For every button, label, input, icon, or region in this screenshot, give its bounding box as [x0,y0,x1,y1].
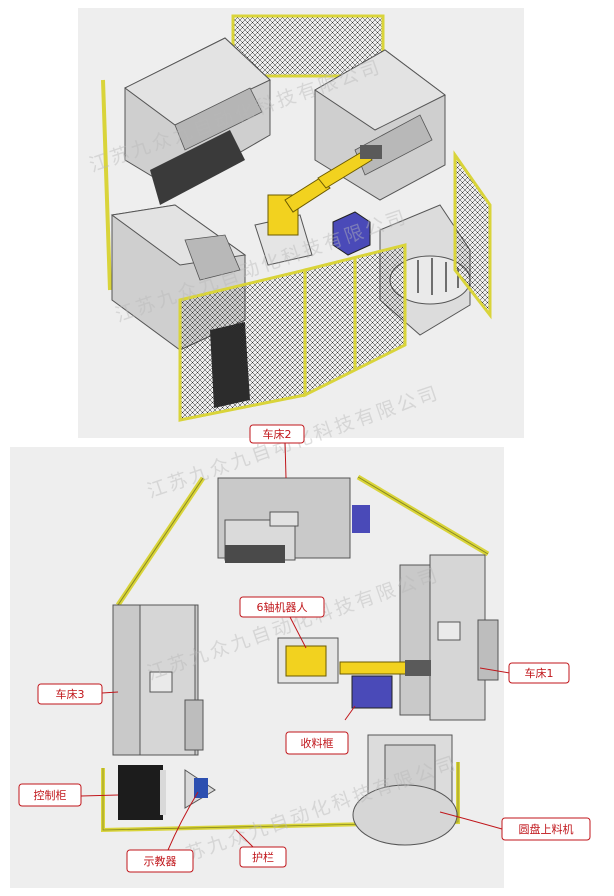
label-bin: 收料框 [285,731,349,755]
svg-text:控制柜: 控制柜 [34,788,67,802]
label-cabinet: 控制柜 [18,783,82,807]
callout-leaders [80,440,511,851]
leader-bin [344,705,356,721]
iso-robot [254,145,382,266]
leader-pendant [167,791,199,851]
svg-text:护栏: 护栏 [252,850,274,864]
label-lathe1: 车床1 [508,662,570,684]
right-fence [453,150,492,320]
control-cabinet [118,765,166,820]
lathe-3 [112,604,204,756]
svg-text:6轴机器人: 6轴机器人 [257,600,308,614]
front-fence [178,243,407,422]
leader-feeder [439,811,503,830]
collection-bin [351,675,393,709]
label-guard: 护栏 [239,846,287,868]
label-lathe2: 车床2 [249,424,305,444]
lathe-1 [399,554,499,721]
leader-cabinet [80,794,119,797]
leader-lathe2 [284,440,287,479]
svg-text:收料框: 收料框 [301,736,334,750]
isometric-view [101,14,492,422]
guard-rail [101,762,460,833]
lathe-2 [217,477,370,563]
iso-lathe-back-left [124,37,271,205]
svg-text:示教器: 示教器 [144,855,177,868]
label-feeder: 圆盘上料机 [501,817,591,841]
fence-diagonal-right [356,474,490,557]
label-robot: 6轴机器人 [239,596,325,618]
fence-diagonal-left [115,476,206,607]
leader-guard [235,829,256,850]
left-fence-post [101,79,112,291]
svg-text:车床3: 车床3 [56,687,85,701]
leader-robot [289,616,307,649]
label-pendant: 示教器 [126,849,194,873]
six-axis-robot [277,637,431,684]
leader-lathe3 [101,691,119,694]
iso-bin [332,211,371,256]
label-lathe3: 车床3 [37,683,103,705]
svg-text:车床1: 车床1 [525,666,554,680]
teach-pendant [184,769,216,809]
svg-text:圆盘上料机: 圆盘上料机 [519,822,574,836]
leader-lathe1 [479,667,511,674]
rotary-feeder [352,734,458,846]
top-view [101,474,499,846]
svg-text:车床2: 车床2 [263,427,292,441]
